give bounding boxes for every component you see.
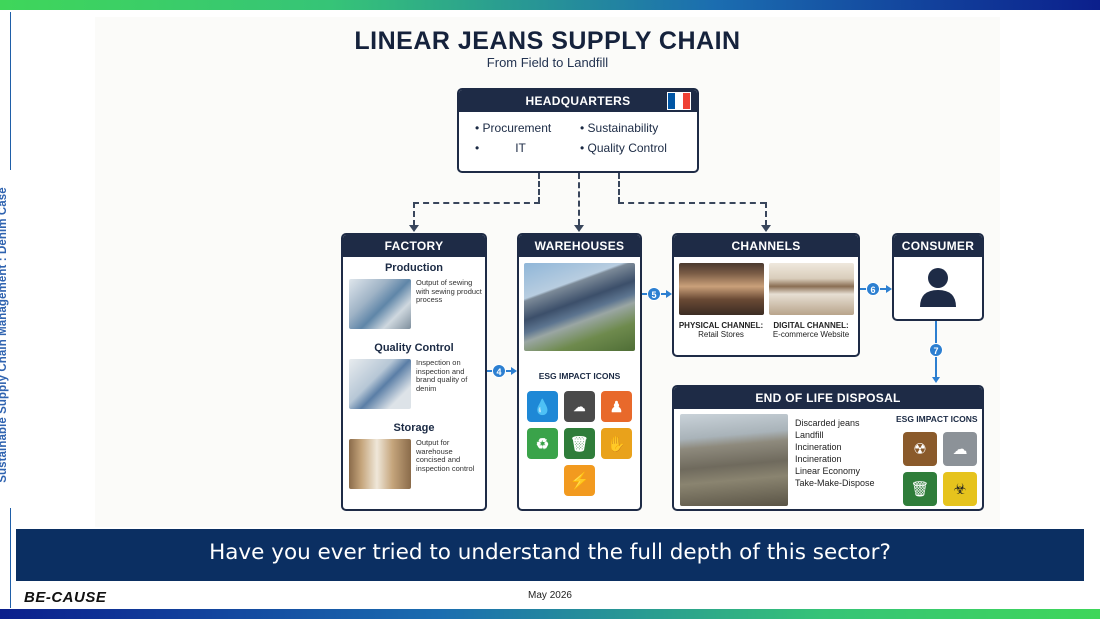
co2-cloud-icon: ☁: [564, 391, 595, 422]
hq-item-sustainability: • Sustainability: [580, 121, 659, 135]
person-icon: [920, 268, 956, 307]
diagram-subtitle: From Field to Landfill: [486, 55, 609, 70]
headquarters-functions: • Procurement • Sustainability • IT • Qu…: [459, 112, 697, 155]
retail-store-photo: [679, 263, 764, 315]
warehouses-box: WAREHOUSES ESG IMPACT ICONS 💧 ☁ ♟ ♻ 🗑 ✋ …: [517, 233, 642, 511]
flag-stripe-red: [682, 93, 690, 109]
channels-label: CHANNELS: [674, 235, 858, 257]
hq-connector-factory: [413, 202, 415, 226]
hq-connector-right: [618, 202, 766, 204]
flow-arrow-7-head: [932, 377, 940, 383]
arrow-to-factory: [409, 225, 419, 232]
sidebar-divider-top: [10, 12, 11, 170]
toxic-hazard-icon: ☣: [943, 472, 977, 506]
step-badge-5: 5: [647, 287, 661, 301]
quality-control-title: Quality Control: [374, 342, 454, 354]
step-badge-6: 6: [866, 282, 880, 296]
eol-item: Take-Make-Dispose: [795, 478, 875, 488]
physical-channel-label: PHYSICAL CHANNEL: Retail Stores: [676, 321, 766, 339]
hq-connector-right-down: [618, 173, 620, 203]
eol-item: Incineration: [795, 454, 842, 464]
factory-storage: Storage Output for warehouse concised an…: [343, 417, 485, 497]
flag-stripe-blue: [668, 93, 676, 109]
be-cause-logo: BE-CAUSE: [24, 589, 107, 606]
factory-quality-control: Quality Control Inspection on inspection…: [343, 337, 485, 417]
hq-connector-channels: [765, 202, 767, 226]
quality-control-photo: [349, 359, 411, 409]
bottom-gradient-bar: [0, 609, 1100, 619]
step-badge-4: 4: [492, 364, 506, 378]
question-banner: Have you ever tried to understand the fu…: [16, 529, 1084, 581]
consumer-box: CONSUMER: [892, 233, 984, 321]
digital-channel-label: DIGITAL CHANNEL: E-commerce Website: [766, 321, 856, 339]
factory-production: Production Output of sewing with sewing …: [343, 257, 485, 337]
headquarters-box: HEADQUARTERS • Procurement • Sustainabil…: [457, 88, 699, 173]
pollution-icon: ☢: [903, 432, 937, 466]
hq-connector-left: [413, 202, 540, 204]
end-of-life-items: Discarded jeans Landfill Incineration In…: [795, 417, 875, 489]
water-drop-icon: 💧: [527, 391, 558, 422]
recycle-icon: ♻: [527, 428, 558, 459]
trash-icon: 🗑: [903, 472, 937, 506]
quality-control-text: Inspection on inspection and brand quali…: [416, 358, 468, 393]
production-photo: [349, 279, 411, 329]
headquarters-label: HEADQUARTERS: [459, 90, 697, 112]
arrow-to-warehouses: [574, 225, 584, 232]
channels-box: CHANNELS PHYSICAL CHANNEL: Retail Stores…: [672, 233, 860, 357]
flow-arrow-5-head: [666, 290, 672, 298]
hand-icon: ✋: [601, 428, 632, 459]
lightning-icon: ⚡: [564, 465, 595, 496]
digital-channel-title: DIGITAL CHANNEL:: [773, 321, 849, 330]
smog-icon: ☁: [943, 432, 977, 466]
sidebar-divider-bottom: [10, 508, 11, 608]
footer-date: May 2026: [528, 590, 572, 601]
consumer-label: CONSUMER: [894, 235, 982, 257]
eol-esg-icons: ☢ ☁ 🗑 ☣: [903, 432, 977, 506]
end-of-life-label: END OF LIFE DISPOSAL: [674, 387, 982, 409]
flow-arrow-6-head: [886, 285, 892, 293]
warehouse-esg-icons-last-row: ⚡: [519, 465, 640, 496]
arrow-to-channels: [761, 225, 771, 232]
hq-item-it: • IT: [475, 141, 580, 155]
sidebar-title: Sustainable Supply Chain Management : De…: [0, 187, 9, 483]
eol-item: Discarded jeans: [795, 418, 860, 428]
diagram-title: LINEAR JEANS SUPPLY CHAIN: [354, 27, 741, 55]
storage-photo: [349, 439, 411, 489]
factory-box: FACTORY Production Output of sewing with…: [341, 233, 487, 511]
eol-item: Landfill: [795, 430, 824, 440]
eol-item: Incineration: [795, 442, 842, 452]
hq-connector-left-down: [538, 173, 540, 203]
landfill-photo: [680, 414, 788, 506]
end-of-life-box: END OF LIFE DISPOSAL Discarded jeans Lan…: [672, 385, 984, 511]
worker-icon: ♟: [601, 391, 632, 422]
warehouse-esg-icons: 💧 ☁ ♟ ♻ 🗑 ✋: [519, 391, 640, 459]
hq-item-procurement: • Procurement: [475, 121, 552, 135]
flow-arrow-4-head: [511, 367, 517, 375]
eol-item: Linear Economy: [795, 466, 861, 476]
production-title: Production: [384, 262, 444, 274]
supply-chain-diagram: LINEAR JEANS SUPPLY CHAIN From Field to …: [95, 17, 1000, 527]
eol-esg-label: ESG IMPACT ICONS: [896, 414, 978, 424]
warehouse-esg-label: ESG IMPACT ICONS: [538, 371, 621, 381]
hq-connector-warehouses: [578, 173, 580, 225]
trash-icon: 🗑: [564, 428, 595, 459]
step-badge-7: 7: [929, 343, 943, 357]
physical-channel-title: PHYSICAL CHANNEL:: [678, 321, 764, 330]
digital-channel-sub: E-commerce Website: [772, 330, 850, 339]
france-flag-icon: [667, 92, 691, 110]
production-text: Output of sewing with sewing product pro…: [416, 278, 482, 304]
ecommerce-laptop-photo: [769, 263, 854, 315]
hq-item-it-label: IT: [515, 141, 526, 155]
storage-title: Storage: [393, 422, 435, 434]
physical-channel-sub: Retail Stores: [698, 330, 744, 339]
warehouses-label: WAREHOUSES: [519, 235, 640, 257]
top-gradient-bar: [0, 0, 1100, 10]
factory-label: FACTORY: [343, 235, 485, 257]
flag-stripe-white: [675, 93, 683, 109]
warehouse-solar-photo: [524, 263, 635, 351]
storage-text: Output for warehouse concised and inspec…: [416, 438, 475, 473]
hq-item-quality-control: • Quality Control: [580, 141, 667, 155]
hq-bullet: •: [475, 141, 480, 155]
